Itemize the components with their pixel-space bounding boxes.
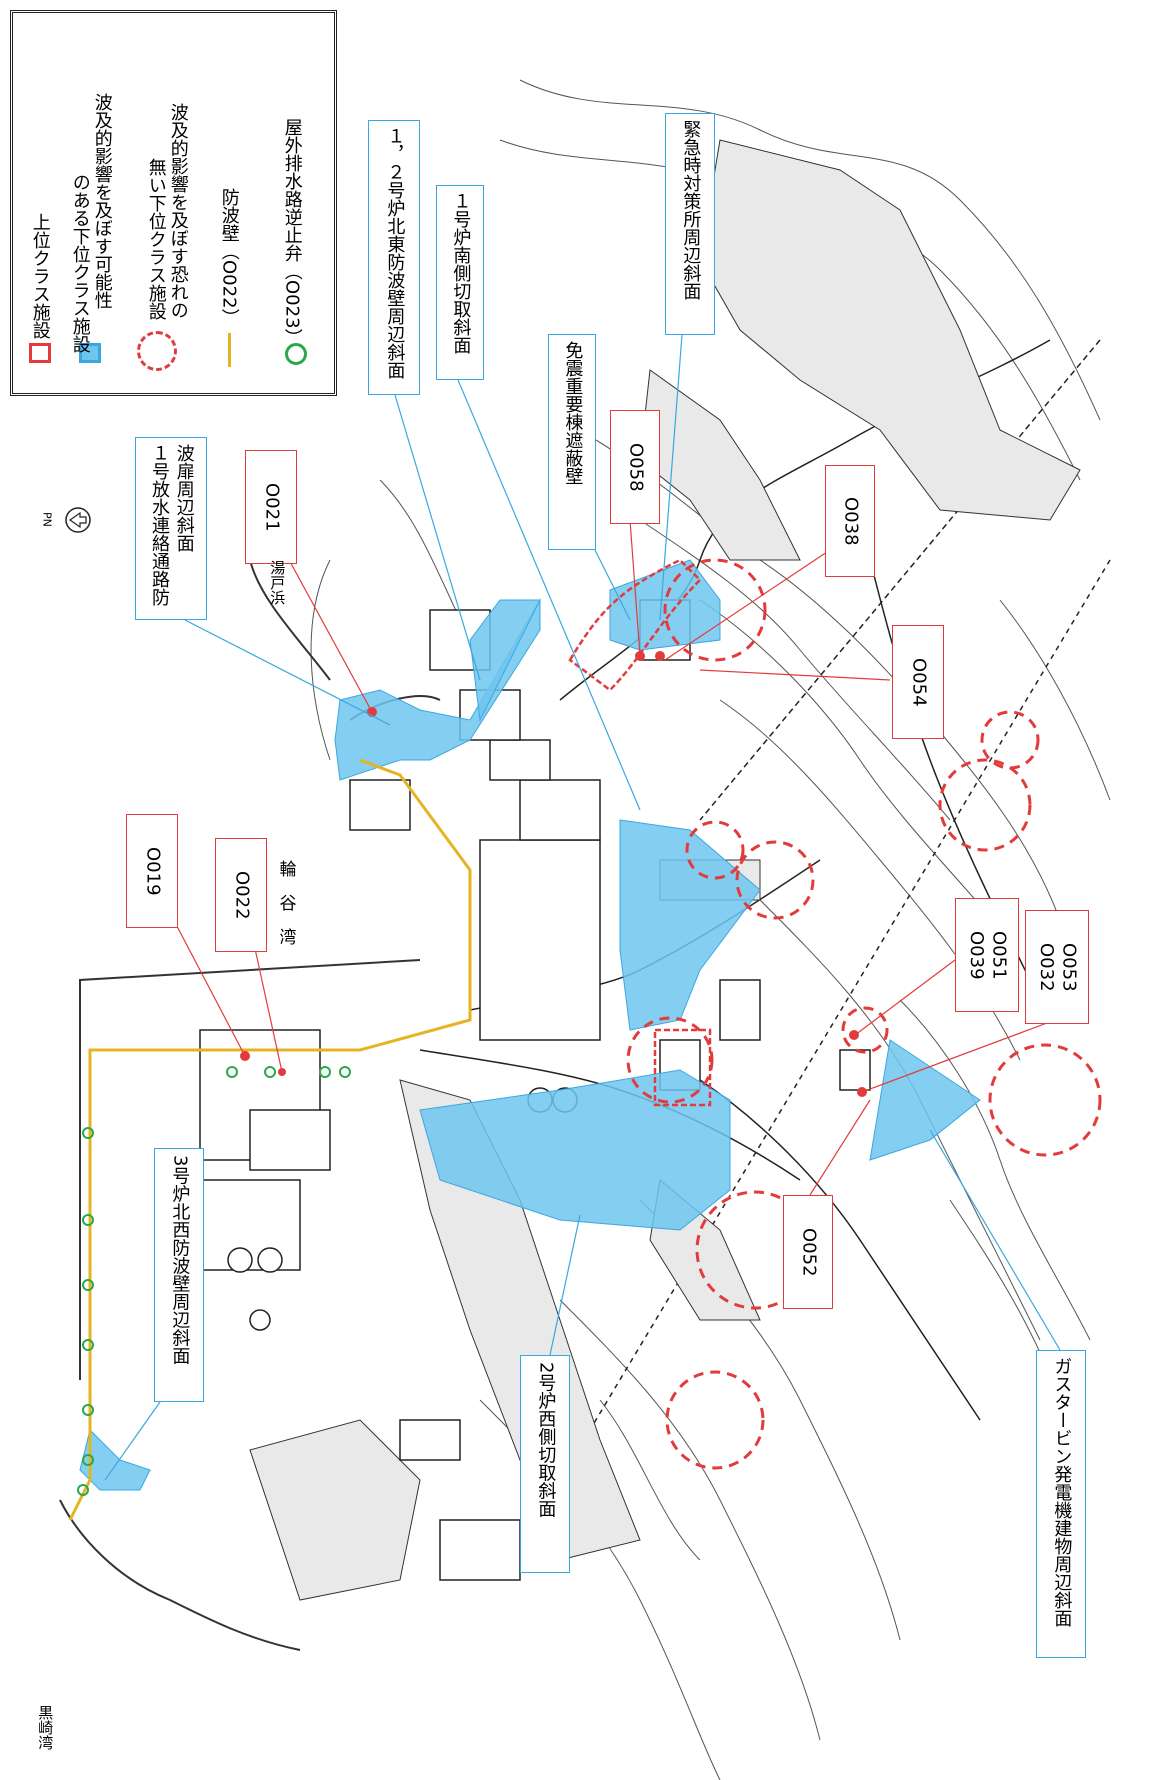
label-unit1-outlet-slope: １号放水連絡通路防 波扉周辺斜面 [135, 437, 207, 620]
code-o032-o053: O032 O053 [1025, 910, 1089, 1024]
label-unit2-west-slope: 2号炉西側切取斜面 [520, 1355, 570, 1573]
leader-lines-red [157, 519, 1056, 1196]
label-unit3-nw-slope: 3号炉北西防波壁周辺斜面 [154, 1148, 204, 1402]
check-valves [77, 1066, 351, 1496]
legend-seawall-text: 防波壁（O022） [218, 188, 240, 327]
code-o038: O038 [825, 465, 875, 577]
dashed-circle-9 [665, 1370, 765, 1470]
legend-lower-affect-text-2: のある下位クラス施設 [69, 173, 91, 353]
dashed-circle-6 [841, 1006, 889, 1054]
hatched-slopes [249, 139, 1081, 1601]
legend-lower-no-affect-text-2: 無い下位クラス施設 [145, 158, 167, 320]
legend-swatch-seawall [228, 333, 231, 367]
place-kurozakiwan: 黒崎湾 [36, 1705, 55, 1750]
leader-lines-blue [104, 334, 1061, 1481]
blue-area-unit3-nw-slope [79, 1429, 151, 1491]
seawall-line [68, 758, 472, 1521]
legend-upper-class-text: 上位クラス施設 [29, 213, 51, 339]
code-o019: O019 [126, 814, 178, 928]
code-o058: O058 [610, 410, 660, 524]
buildings [199, 599, 871, 1581]
code-o052: O052 [783, 1195, 833, 1309]
code-o021: O021 [245, 450, 297, 564]
label-unit1-south-slope: １号炉南側切取斜面 [436, 185, 484, 380]
contour-lines [310, 79, 1111, 1780]
code-o054: O054 [892, 625, 944, 739]
north-arrow-icon [65, 507, 91, 533]
code-o022: O022 [215, 838, 267, 952]
blue-area-unit1-south-slope [619, 819, 761, 1031]
dashed-circle-1 [663, 558, 767, 662]
legend: 上位クラス施設 波及的影響を及ぼす可能性 のある下位クラス施設 波及的影響を及ぼ… [10, 10, 337, 396]
legend-lower-no-affect-text-1: 波及的影響を及ぼす恐れの [167, 103, 189, 319]
label-gas-turbine-slope: ガスタービン発電機建物周辺斜面 [1036, 1350, 1086, 1658]
blue-area-gas-turbine-slope [869, 1039, 981, 1161]
label-emergency-slope: 緊急時対策所周辺斜面 [665, 113, 715, 335]
dashed-circle-10 [626, 1016, 714, 1104]
legend-lower-affect-text-1: 波及的影響を及ぼす可能性 [91, 93, 113, 309]
label-quake-shield-wall: 免震重要棟遮蔽壁 [548, 334, 596, 550]
dashed-circle-7 [988, 1043, 1102, 1157]
legend-swatch-lower-affect [79, 343, 101, 363]
red-upper-class-outlines [568, 558, 712, 1107]
legend-check-valve-text: 屋外排水路逆止弁（O023） [281, 118, 303, 347]
legend-swatch-upper-class [29, 343, 51, 363]
dashed-circle-4 [735, 840, 815, 920]
label-unit12-ne-slope: １，２号炉北東防波壁周辺斜面 [368, 120, 420, 395]
place-wagowan: 輪 谷 湾 [275, 860, 296, 945]
blue-area-unit2-west-slope [419, 1069, 731, 1231]
dashed-circle-5 [685, 820, 745, 880]
blue-area-unit12-ne-slope [469, 599, 541, 722]
code-o039-o051: O039 O051 [955, 898, 1019, 1012]
dashed-circle-3 [938, 758, 1032, 852]
legend-swatch-lower-no-affect [137, 331, 177, 371]
place-yutobama: 湯戸浜 [268, 560, 287, 605]
blue-area-unit1-outlet-slope [334, 598, 541, 781]
legend-swatch-check-valve [285, 343, 307, 365]
north-label: PN [40, 512, 54, 527]
